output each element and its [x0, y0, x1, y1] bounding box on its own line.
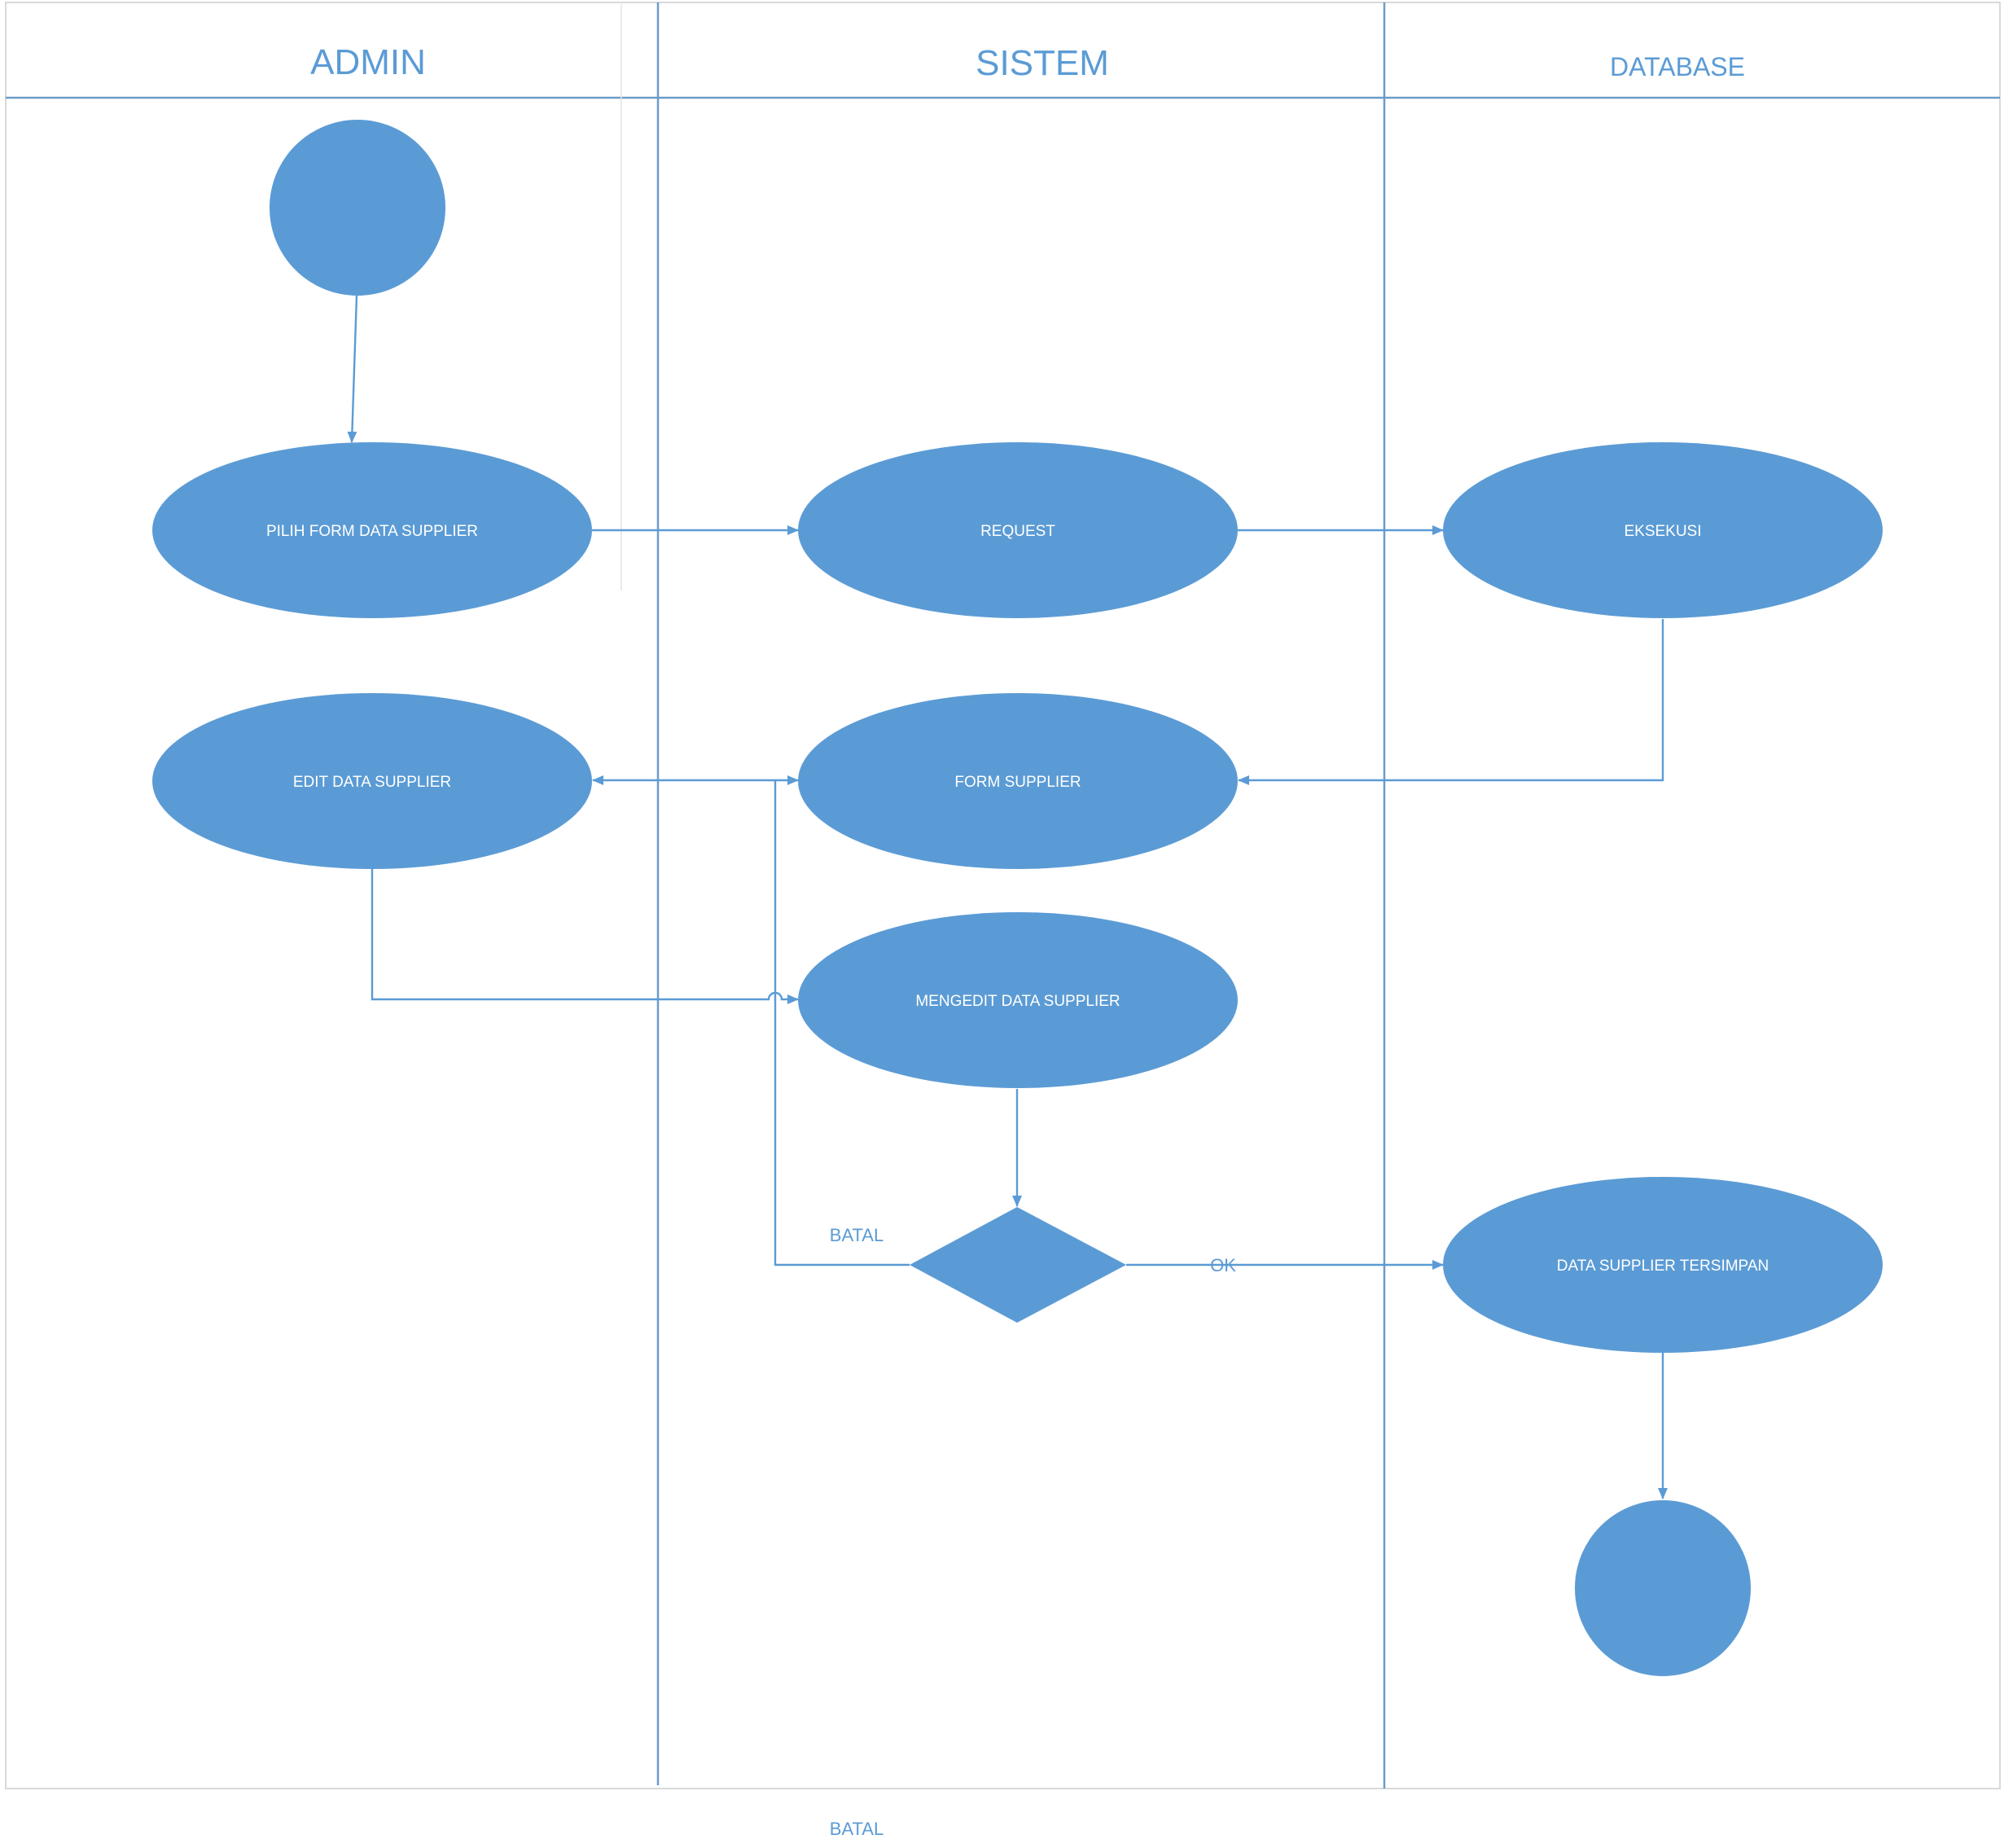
lane-title-database: DATABASE [1610, 52, 1745, 81]
label-data-supplier-tersimpan: DATA SUPPLIER TERSIMPAN [1557, 1258, 1769, 1275]
activity-edit-data-supplier[interactable] [152, 693, 592, 869]
label-form-supplier: FORM SUPPLIER [954, 774, 1081, 791]
label-edit-data-supplier: EDIT DATA SUPPLIER [293, 774, 451, 791]
activity-pilih-form-data-supplier[interactable] [152, 442, 592, 618]
swimlane-frame [5, 2, 2001, 1789]
final-node[interactable] [1575, 1500, 1751, 1676]
label-request: REQUEST [980, 523, 1055, 540]
edge-eksekusi-to-form [1238, 619, 1664, 785]
lane-title-admin: ADMIN [310, 42, 426, 82]
activity-request[interactable] [798, 442, 1238, 618]
label-mengedit-data-supplier: MENGEDIT DATA SUPPLIER [915, 993, 1120, 1010]
activity-eksekusi[interactable] [1443, 442, 1883, 618]
label-eksekusi: EKSEKUSI [1624, 523, 1701, 540]
decision-node[interactable] [910, 1207, 1126, 1323]
activity-mengedit-data-supplier[interactable] [798, 912, 1238, 1088]
footer-label-batal: BATAL [830, 1819, 884, 1839]
edge-start-to-pilih [347, 295, 358, 443]
edge-label-ok: OK [1210, 1255, 1236, 1275]
edge-label-batal: BATAL [830, 1225, 884, 1245]
initial-node[interactable] [270, 120, 445, 296]
edge-edit-to-mengedit [371, 869, 799, 1004]
lane-title-sistem: SISTEM [976, 43, 1109, 83]
label-pilih-form-data-supplier: PILIH FORM DATA SUPPLIER [266, 523, 478, 540]
activity-form-supplier[interactable] [798, 693, 1238, 869]
activity-data-supplier-tersimpan[interactable] [1443, 1177, 1883, 1353]
edge-decision-batal [774, 780, 910, 1266]
